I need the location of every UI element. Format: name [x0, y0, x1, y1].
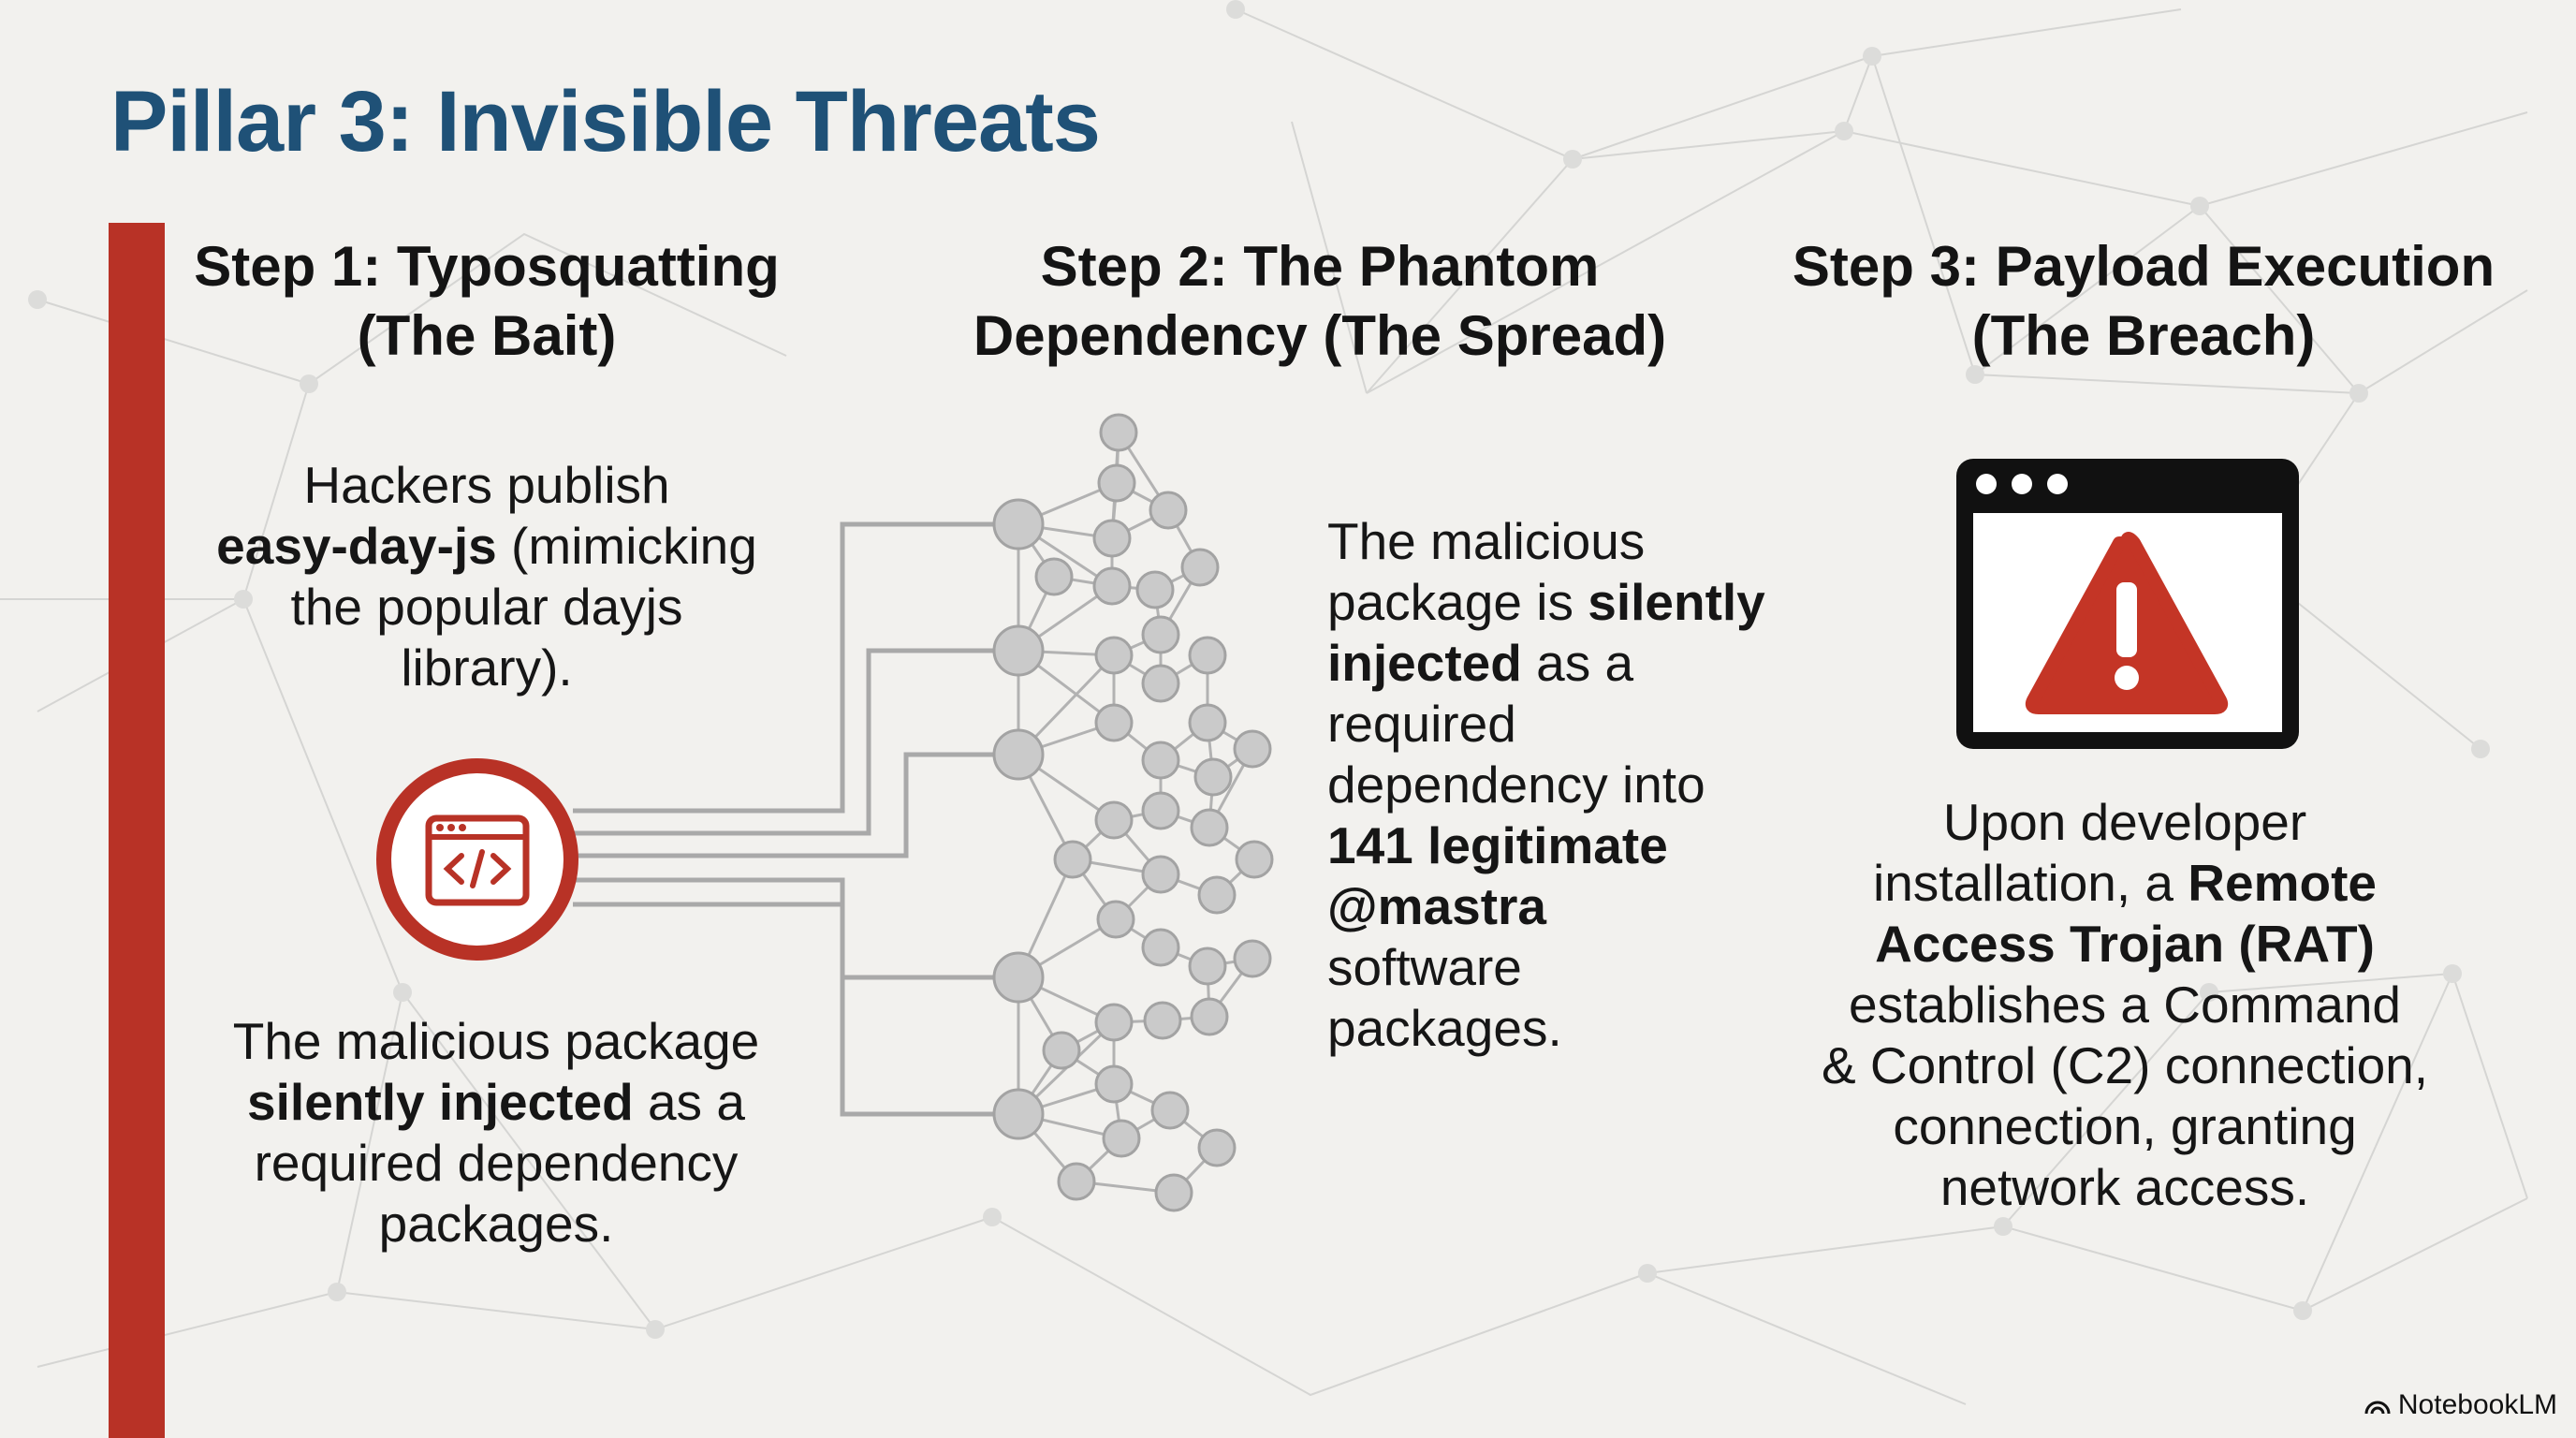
network-node	[1097, 463, 1136, 503]
step-2-desc-line-9: packages.	[1327, 999, 1562, 1057]
notebooklm-logo-text: NotebookLM	[2397, 1389, 2557, 1420]
network-node	[1094, 636, 1134, 675]
step-1-note-line-3: required dependency	[254, 1134, 739, 1192]
step-2-desc-line-6: 141 legitimate	[1327, 816, 1668, 874]
notebooklm-logo-icon	[2364, 1401, 2391, 1415]
step-2-desc-line-3: injected as a	[1327, 634, 1634, 692]
step-1-description: Hackers publish easy-day-js (mimicking t…	[178, 455, 796, 698]
step-1-note-line-2: silently injected as a	[247, 1073, 745, 1131]
step-3-description: Upon developer installation, a Remote Ac…	[1778, 792, 2471, 1218]
network-node	[1042, 1031, 1081, 1070]
step-3-desc-line-5: & Control (C2) connection,	[1821, 1036, 2429, 1094]
step-2-title-line-1: Step 2: The Phantom	[1040, 235, 1600, 298]
step-2-desc-line-2: package is silently	[1327, 573, 1765, 631]
code-window-icon	[376, 758, 578, 961]
network-node	[1141, 791, 1180, 830]
network-node	[1092, 519, 1132, 558]
network-node	[1190, 997, 1229, 1036]
step-1-title-line-1: Step 1: Typosquatting	[194, 235, 780, 298]
step-2-desc-line-4: required	[1327, 695, 1516, 753]
step-1-desc-line-2: easy-day-js (mimicking	[216, 517, 757, 575]
network-node	[1141, 928, 1180, 967]
connector-line	[573, 648, 1017, 836]
slide-title: Pillar 3: Invisible Threats	[110, 74, 1101, 169]
step-3-title-line-1: Step 3: Payload Execution	[1792, 235, 2496, 298]
notebooklm-logo: NotebookLM	[2364, 1389, 2557, 1421]
step-1-desc-line-1: Hackers publish	[303, 456, 670, 514]
network-node	[1135, 570, 1175, 609]
network-node	[1141, 615, 1180, 654]
step-3-desc-line-7: network access.	[1939, 1158, 2310, 1216]
network-node	[1094, 703, 1134, 742]
step-2-desc-line-1: The malicious	[1327, 512, 1646, 570]
network-node	[1057, 1162, 1096, 1201]
step-3-title-line-2: (The Breach)	[1971, 304, 2316, 367]
step-1-desc-line-4: library).	[401, 638, 573, 697]
connector-line	[573, 902, 1017, 1117]
network-node	[1193, 757, 1233, 797]
network-node	[1154, 1173, 1193, 1212]
network-node	[1096, 900, 1135, 939]
network-node	[1233, 729, 1272, 769]
step-2-desc-line-5: dependency into	[1327, 756, 1705, 814]
network-node	[1197, 1128, 1237, 1167]
network-node	[1102, 1119, 1141, 1158]
step-1-desc-line-3: the popular dayjs	[290, 578, 683, 636]
network-node	[1034, 557, 1074, 596]
connector-line	[573, 752, 1017, 858]
network-hub-node	[992, 498, 1045, 550]
connector-lines	[573, 521, 1017, 1117]
step-2-title-line-2: Dependency (The Spread)	[973, 304, 1667, 367]
network-node	[1188, 636, 1227, 675]
network-node	[1094, 800, 1134, 840]
step-2-title: Step 2: The Phantom Dependency (The Spre…	[936, 232, 1704, 371]
step-3-title: Step 3: Payload Execution (The Breach)	[1778, 232, 2509, 371]
connector-line	[573, 521, 1017, 814]
step-3-desc-line-2: installation, a Remote	[1872, 854, 2378, 912]
step-2-desc-line-7: @mastra	[1327, 877, 1547, 935]
accent-bar	[109, 223, 165, 1438]
network-node	[1188, 703, 1227, 742]
network-node	[1197, 875, 1237, 915]
network-node	[1092, 566, 1132, 606]
network-node	[1235, 840, 1274, 879]
network-hub-node	[992, 728, 1045, 781]
network-node	[1149, 491, 1188, 530]
dependency-network-nodes	[992, 413, 1274, 1212]
network-node	[1180, 548, 1220, 587]
network-hub-node	[992, 624, 1045, 677]
network-node	[1094, 1064, 1134, 1104]
network-node	[1188, 946, 1227, 986]
step-1-injection-note: The malicious package silently injected …	[187, 1011, 805, 1255]
step-2-description: The malicious package is silently inject…	[1327, 511, 1814, 1059]
step-3-desc-line-1: Upon developer	[1942, 793, 2307, 851]
step-3-desc-line-6: connection, granting	[1893, 1097, 2357, 1155]
step-2-desc-line-8: software	[1327, 938, 1522, 996]
step-1-title: Step 1: Typosquatting (The Bait)	[187, 232, 786, 371]
network-hub-node	[992, 951, 1045, 1004]
step-3-desc-line-4: establishes a Command	[1848, 976, 2401, 1034]
network-node	[1233, 939, 1272, 978]
step-1-title-line-2: (The Bait)	[357, 304, 617, 367]
network-node	[1141, 664, 1180, 703]
connector-line	[573, 877, 1017, 980]
package-name-easy-day-js: easy-day-js	[216, 517, 497, 575]
network-node	[1150, 1091, 1190, 1130]
network-node	[1094, 1003, 1134, 1042]
warning-window-icon	[1956, 459, 2299, 749]
network-node	[1053, 840, 1092, 879]
network-node	[1190, 808, 1229, 847]
network-node	[1141, 855, 1180, 894]
step-1-note-line-1: The malicious package	[232, 1012, 760, 1070]
network-node	[1099, 413, 1138, 452]
network-node	[1141, 741, 1180, 780]
step-3-desc-line-3: Access Trojan (RAT)	[1875, 915, 2375, 973]
network-node	[1143, 1001, 1182, 1040]
step-1-note-line-4: packages.	[378, 1195, 614, 1253]
network-hub-node	[992, 1088, 1045, 1140]
